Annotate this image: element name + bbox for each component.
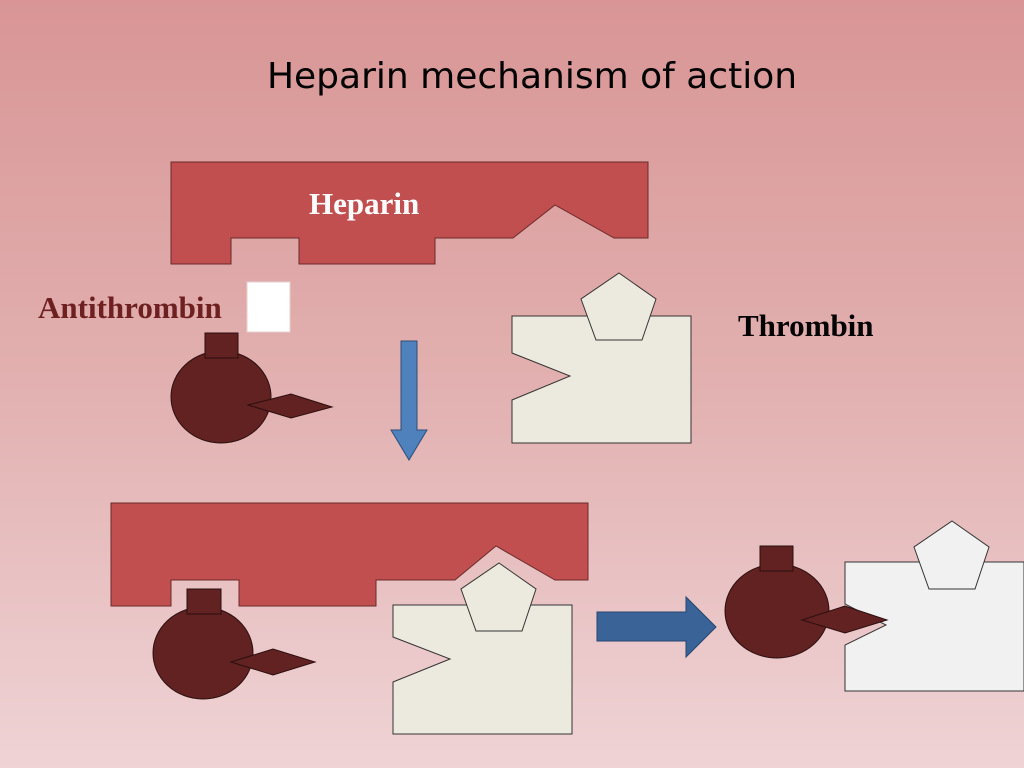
thrombin-molecule-top (511, 272, 692, 444)
antithrombin-molecule-released (724, 545, 889, 659)
heparin-chain-top (170, 161, 649, 265)
thrombin-molecule-released (844, 520, 1024, 692)
heparin-label: Heparin (309, 186, 420, 221)
down-arrow (390, 340, 428, 461)
thrombin-molecule-bound (392, 562, 573, 735)
antithrombin-label: Antithrombin (38, 290, 222, 325)
antithrombin-molecule-bound (152, 588, 317, 700)
slide-title: Heparin mechanism of action (266, 56, 798, 97)
thrombin-label: Thrombin (738, 308, 874, 343)
placeholder-box (246, 281, 291, 333)
antithrombin-molecule-top (170, 332, 334, 444)
heparin-chain-bottom (110, 502, 589, 607)
right-arrow (596, 595, 717, 659)
